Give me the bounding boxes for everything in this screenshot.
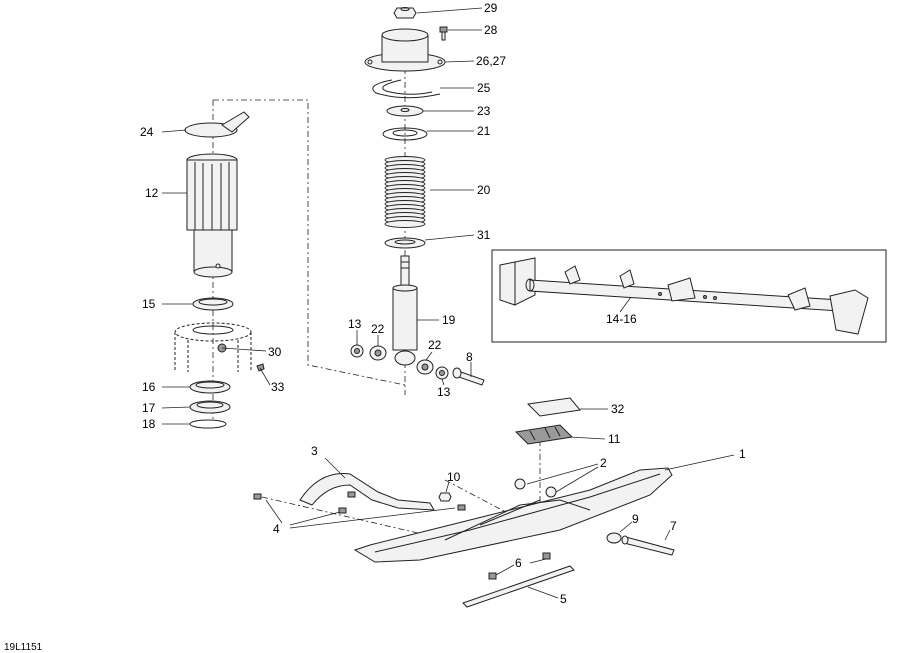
drawing-code: 19L1151 xyxy=(4,642,43,653)
callout-20: 20 xyxy=(477,183,491,197)
callout-11: 11 xyxy=(608,432,621,446)
callout-4: 4 xyxy=(273,522,280,536)
cross-shaft-inset xyxy=(491,249,887,343)
part-17-washer xyxy=(189,400,231,414)
callout-26-27: 26,27 xyxy=(476,54,506,68)
callout-28: 28 xyxy=(484,23,498,37)
callout-22-left: 22 xyxy=(371,322,385,336)
part-19-shock-absorber xyxy=(392,255,418,366)
callout-18: 18 xyxy=(142,417,156,431)
callout-33: 33 xyxy=(271,380,285,394)
part-1-ski xyxy=(353,467,673,563)
callout-16: 16 xyxy=(142,380,156,394)
callout-22-right: 22 xyxy=(428,338,442,352)
callout-13-right: 13 xyxy=(437,385,451,399)
part-32-wear-plate xyxy=(526,397,581,417)
callout-5: 5 xyxy=(560,592,567,606)
part-7-bolt xyxy=(621,535,675,556)
part-24-bracket-ring xyxy=(184,111,250,138)
part-3-ski-handle xyxy=(299,473,435,511)
spindle-housing-phantom xyxy=(174,322,252,372)
part-20-spring xyxy=(384,156,426,228)
part-21-bump-stop xyxy=(382,127,428,141)
part-31-washer xyxy=(384,237,426,249)
callout-10: 10 xyxy=(447,470,461,484)
spring-coil xyxy=(384,220,426,228)
part-28-screw xyxy=(439,26,448,41)
callout-8: 8 xyxy=(466,350,473,364)
part-5-runner xyxy=(462,565,575,608)
part-2-bushings xyxy=(514,478,557,498)
part-4-nuts xyxy=(253,491,466,514)
callout-32: 32 xyxy=(611,402,625,416)
callout-labels: 29 28 26,27 25 23 21 20 31 19 24 12 15 3… xyxy=(4,1,746,653)
part-9-washer xyxy=(606,532,622,544)
callout-7: 7 xyxy=(670,519,677,533)
callout-15: 15 xyxy=(142,297,156,311)
callout-6: 6 xyxy=(515,556,522,570)
part-29-nut xyxy=(393,7,417,19)
part-13-22-bushings-right xyxy=(416,359,449,380)
part-16-bushing xyxy=(189,380,231,394)
callout-9: 9 xyxy=(632,512,639,526)
callout-29: 29 xyxy=(484,1,498,15)
callout-23: 23 xyxy=(477,104,491,118)
callout-30: 30 xyxy=(268,345,282,359)
callout-19: 19 xyxy=(442,313,456,327)
part-13-22-bushings-left xyxy=(350,344,387,361)
callout-14-16: 14-16 xyxy=(606,312,637,326)
part-23-washer xyxy=(386,105,424,117)
callout-21: 21 xyxy=(477,124,491,138)
callout-12: 12 xyxy=(145,186,159,200)
leader-lines xyxy=(161,7,735,599)
part-8-bolt xyxy=(452,367,485,386)
part-10-nut xyxy=(438,492,452,502)
callout-31: 31 xyxy=(477,228,491,242)
part-12-spindle xyxy=(186,153,238,278)
part-33-plug xyxy=(256,363,265,372)
callout-2: 2 xyxy=(600,456,607,470)
callout-25: 25 xyxy=(477,81,491,95)
alignment-lines xyxy=(212,40,541,546)
callout-3: 3 xyxy=(311,444,318,458)
callout-17: 17 xyxy=(142,401,156,415)
part-26-27-spring-retainer-cap xyxy=(364,28,446,72)
callout-24: 24 xyxy=(140,125,154,139)
part-6-nuts xyxy=(488,552,551,580)
part-11-ski-pad xyxy=(514,424,574,445)
part-25-spring-clip xyxy=(372,79,441,99)
callout-13-left: 13 xyxy=(348,317,362,331)
callout-1: 1 xyxy=(739,447,746,461)
part-15-bushing xyxy=(192,297,234,311)
part-18-circlip xyxy=(189,419,227,429)
